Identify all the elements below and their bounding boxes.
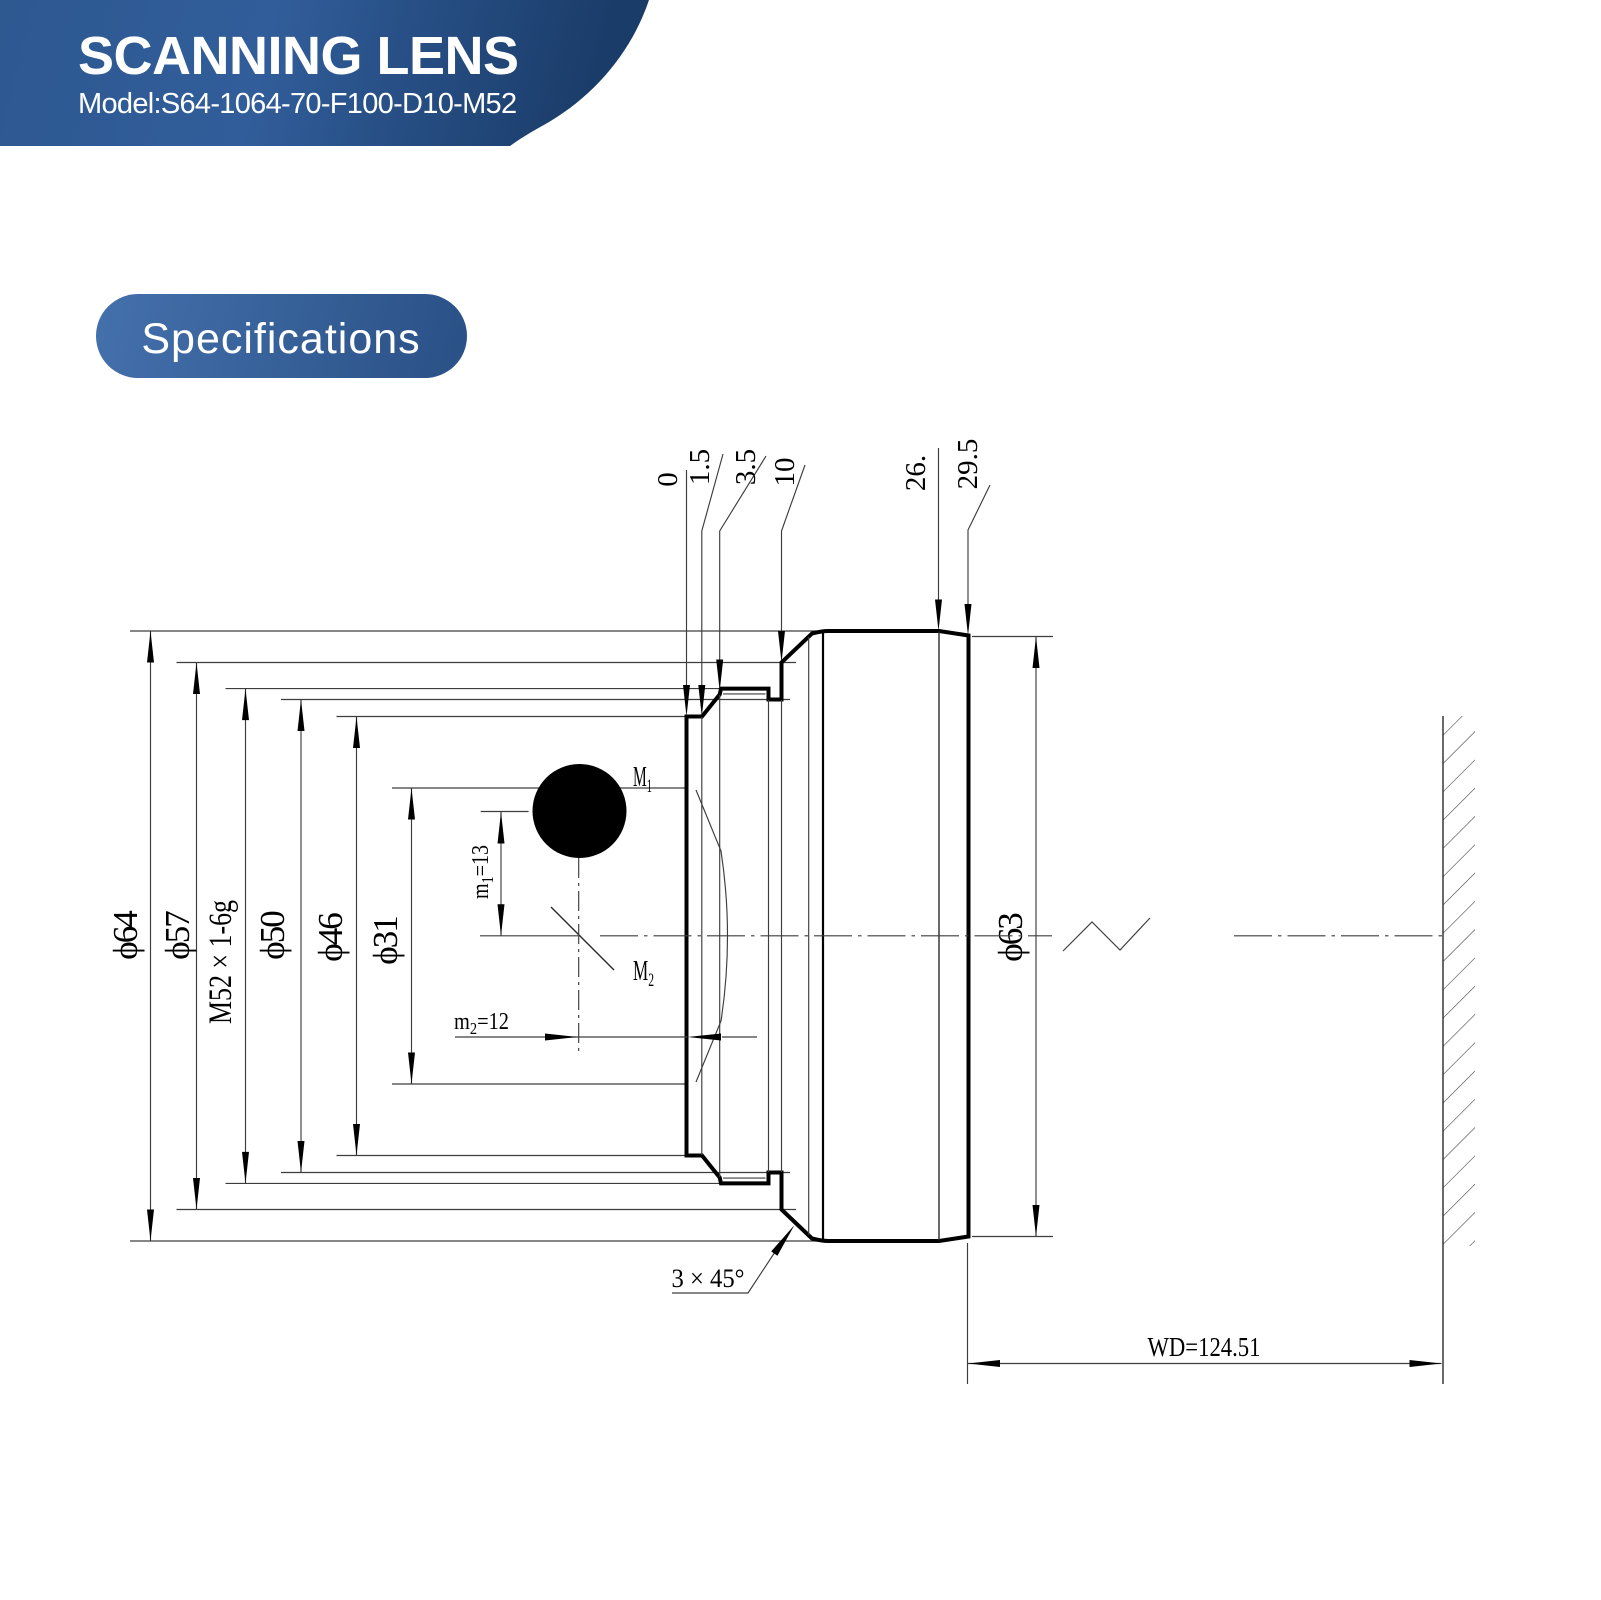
label-wd: WD=124.51	[1148, 1332, 1261, 1362]
dimension-arrow	[193, 1178, 200, 1210]
dim-0: 0	[652, 472, 684, 487]
label-part: M	[633, 956, 648, 987]
break-symbol	[1062, 917, 1151, 952]
label-part: =13	[468, 845, 494, 876]
dimension-arrow	[147, 1209, 154, 1241]
target-wall	[1442, 716, 1475, 1384]
label-part: =12	[477, 1009, 509, 1035]
chamfer-note-part	[672, 1251, 776, 1294]
axial-leaders	[683, 448, 991, 717]
specifications-button[interactable]	[96, 294, 467, 378]
banner-model: Model:S64-1064-70-F100-D10-M52	[78, 88, 516, 120]
technical-drawing: ϕ64 ϕ57 M52 × 1-6g ϕ50 ϕ46 ϕ31 ϕ63 0	[106, 439, 1475, 1384]
dim-phi63: ϕ63	[991, 913, 1030, 962]
leader	[701, 453, 724, 702]
dimension-arrow	[297, 1141, 305, 1173]
dimension-arrow	[193, 662, 200, 694]
m2-dimension: m2=12	[454, 1009, 757, 1041]
label-m2: M2	[633, 956, 654, 991]
dim-1-5: 1.5	[684, 449, 716, 485]
leader-arrow	[683, 685, 690, 717]
wd-dimension-arrow	[1409, 1360, 1442, 1367]
dimension-arrow	[242, 688, 249, 721]
label-m1: M1	[633, 762, 652, 797]
leader-arrow	[964, 604, 972, 636]
mirror-m2-line	[550, 906, 615, 971]
leader-arrow	[935, 599, 942, 631]
wd-dimension: WD=124.51	[966, 1243, 1442, 1384]
banner-title: SCANNING LENS	[78, 26, 519, 86]
dimension-arrows	[147, 631, 1040, 1241]
chamfer-note-arrow	[771, 1225, 795, 1256]
dim-phi50: ϕ50	[253, 911, 292, 960]
leader-arrow	[778, 631, 785, 663]
specifications-section: Specifications	[96, 294, 467, 378]
m2-dimension-arrow	[687, 1033, 721, 1041]
dim-phi57: ϕ57	[158, 911, 197, 960]
label-m2-dim: m2=12	[454, 1009, 509, 1038]
label-part: 1	[478, 876, 497, 883]
header-banner: SCANNING LENS Model:S64-1064-70-F100-D10…	[0, 0, 649, 146]
leader	[967, 484, 991, 622]
label-chamfer: 3 × 45°	[672, 1264, 745, 1293]
dimension-arrow	[1032, 636, 1040, 668]
wd-dimension-arrow	[968, 1360, 1000, 1367]
leader-arrow	[698, 685, 706, 717]
label-part: 2	[470, 1019, 477, 1038]
banner-background	[0, 0, 649, 146]
m1-dimension-arrow	[497, 904, 505, 936]
center-lines	[480, 917, 1443, 952]
wall-hatching	[1443, 716, 1475, 1246]
label-part: 2	[648, 970, 654, 991]
dim-26: 26.	[900, 455, 932, 491]
dim-phi46: ϕ46	[311, 913, 350, 962]
axial-labels: 0 1.5 3.5 10 26. 29.5	[652, 439, 984, 492]
dim-3-5: 3.5	[730, 449, 762, 485]
label-m1-dim: m1=13	[468, 845, 497, 899]
dim-29-5: 29.5	[952, 439, 984, 490]
dim-thread: M52 × 1-6g	[203, 900, 239, 1024]
dimension-arrow	[1032, 1205, 1040, 1237]
dim-10: 10	[769, 458, 801, 487]
leader-arrow	[716, 659, 724, 691]
m1-dimension: m1=13	[468, 810, 529, 936]
m1-dimension-arrow	[497, 812, 505, 844]
dimension-arrow	[408, 788, 415, 820]
label-part: M	[633, 762, 647, 793]
dim-phi64: ϕ64	[106, 911, 145, 960]
dimension-arrow	[297, 699, 305, 731]
specifications-button-label: Specifications	[141, 315, 420, 363]
dimension-arrow	[353, 1124, 360, 1156]
leader	[719, 455, 767, 677]
dimension-arrow	[408, 1052, 415, 1084]
dimension-arrow	[147, 631, 154, 663]
chamfer-note: 3 × 45°	[672, 1225, 795, 1294]
lens-profile	[684, 629, 971, 1243]
dimension-arrow	[353, 716, 360, 748]
dim-phi31: ϕ31	[366, 917, 405, 965]
dimension-lines	[149, 631, 1037, 1241]
mirrors: M1 M2	[532, 762, 654, 1055]
mirror-m1	[532, 764, 627, 858]
leader	[780, 464, 806, 649]
label-part: m	[468, 883, 494, 899]
dimension-labels: ϕ64 ϕ57 M52 × 1-6g ϕ50 ϕ46 ϕ31 ϕ63	[106, 900, 1030, 1024]
dimension-arrow	[242, 1151, 249, 1184]
label-part: m	[454, 1009, 470, 1035]
m2-dimension-arrow	[545, 1033, 578, 1041]
label-part: 1	[647, 776, 652, 797]
